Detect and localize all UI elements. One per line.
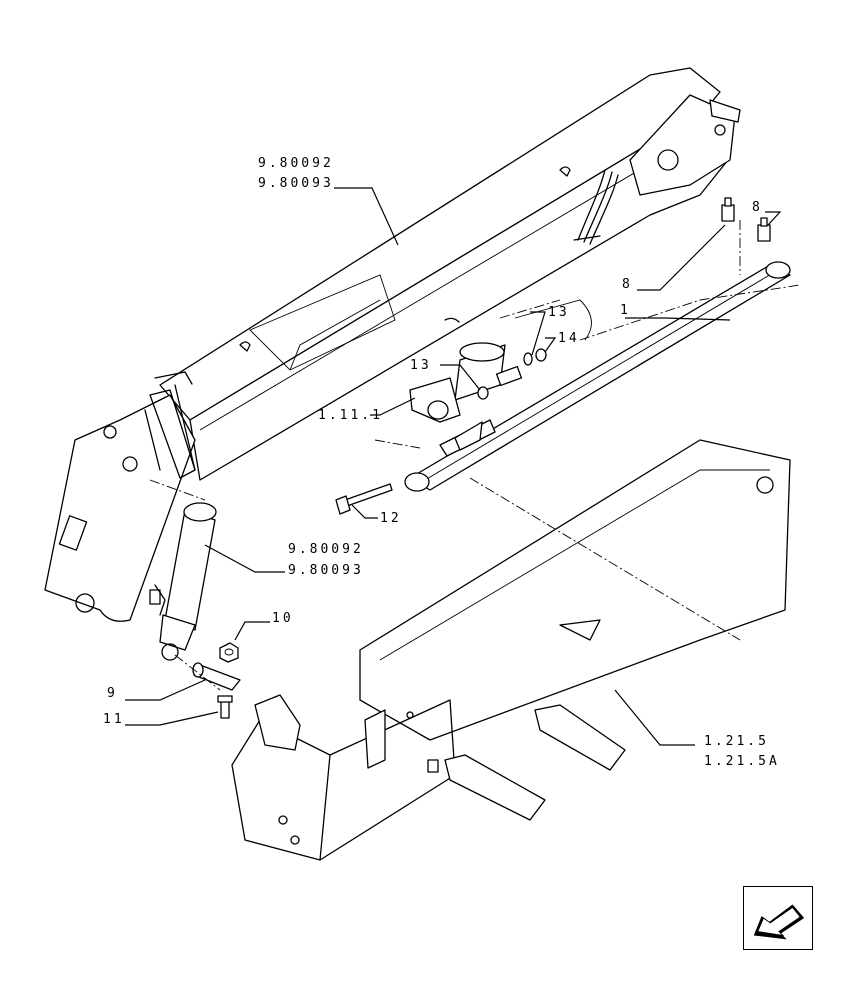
boom-ref-label-b: 9.80093 [258,176,334,191]
bolt-11 [217,695,233,719]
fitting-mid-leader [637,224,726,291]
cyl-ref-label-b: 9.80093 [288,563,364,578]
item-13-upper-leader [530,311,546,356]
nut-10-leader [234,621,270,641]
frame-ref-label-a: 1.21.5 [704,734,769,749]
frame-ref-label-b: 1.21.5A [704,754,780,769]
lift-cylinder [404,261,791,492]
bolt-11-leader [125,711,219,726]
cyl-ref-label-a: 9.80092 [288,542,364,557]
nut-10 [219,642,239,663]
ref-1-11-1-leader [370,397,416,416]
previous-page-arrow-icon [753,904,805,940]
ref-1-11-1-label: 1.11.1 [318,408,383,423]
bolt-11-label: 11 [103,712,125,727]
frame-ref-leader [614,689,695,746]
chassis-frame [231,439,791,861]
grease-fitting-top [721,197,735,222]
assembly-centre-lines [149,220,801,691]
item-14-leader [544,337,557,353]
item-13-left-leader [440,364,481,391]
grease-fitting-mid [757,217,771,242]
item-14-label: 14 [558,331,580,346]
pin-9-label: 9 [107,686,118,701]
nut-10-label: 10 [272,611,294,626]
item-13-upper-label: 13 [548,305,570,320]
previous-page-button[interactable] [743,886,813,950]
telescopic-boom [44,67,741,622]
item-13-left-label: 13 [410,358,432,373]
fitting-top-leader [765,211,782,226]
cyl-ref-leader [204,544,285,573]
pin-9 [192,662,241,691]
fitting-top-label: 8 [752,200,763,215]
bolt-12-leader [351,504,378,519]
bolt-12-label: 12 [380,511,402,526]
pivot-pin-assembly [409,299,592,423]
boom-ref-label-a: 9.80092 [258,156,334,171]
bolt-12 [335,483,393,515]
pin-9-leader [125,679,206,701]
compensation-cylinder [149,502,217,661]
fitting-mid-label: 8 [622,277,633,292]
boom-ref-leader [334,187,399,246]
cylinder-leader [625,317,731,321]
cylinder-label: 1 [620,303,631,318]
